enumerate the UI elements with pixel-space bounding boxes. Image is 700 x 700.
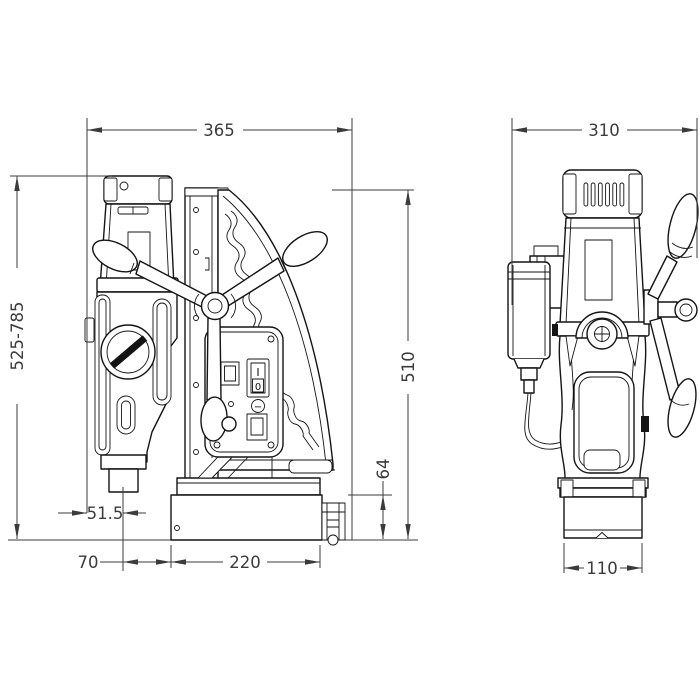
dim-label-base-length: 220 [229, 553, 261, 572]
motor-housing-side [552, 169, 650, 337]
power-off-label: 0 [255, 382, 261, 393]
front-cover [573, 371, 635, 474]
dim-label-base-height: 64 [374, 459, 393, 480]
roller-bracket [321, 502, 346, 541]
indicator-symbol: − [254, 402, 262, 413]
dim-label-spindle-offset: 51.5 [87, 504, 124, 523]
power-switch[interactable]: I 0 [246, 358, 270, 398]
roller-wheel [327, 534, 339, 546]
handle-knob[interactable] [88, 234, 143, 279]
arbor-front [100, 454, 147, 493]
cable-gland [288, 459, 333, 474]
dim-label-front-width: 365 [203, 121, 235, 140]
front-view: I 0 − [8, 175, 418, 571]
dimension-annotations: 365 310 525-785 510 64 [8, 118, 698, 578]
drill-head-front [84, 291, 178, 463]
dim-label-axis-to-base: 70 [78, 553, 99, 572]
handle-knob[interactable] [663, 376, 700, 440]
slide-body-side [557, 311, 649, 498]
dim-label-body-height: 510 [399, 351, 418, 383]
dim-axis-to-base: 70 [78, 545, 172, 572]
dim-label-overall-height-range: 525-785 [8, 302, 27, 371]
dim-body-height: 510 [332, 189, 418, 539]
dim-base-width: 110 [563, 543, 643, 578]
vent-slots [583, 182, 625, 207]
dim-base-height: 64 [348, 459, 393, 539]
dim-front-width: 365 [86, 118, 353, 540]
dim-label-side-depth: 310 [588, 121, 620, 140]
handle-knob[interactable] [674, 298, 698, 322]
magnet-switch[interactable] [220, 361, 240, 386]
dim-spindle-offset: 51.5 [58, 504, 146, 523]
feed-handles-front[interactable] [88, 225, 333, 442]
magnet-base-side [563, 496, 643, 539]
dim-label-base-width: 110 [586, 559, 618, 578]
motor-screw-icon [119, 181, 129, 191]
handle-knob[interactable] [277, 225, 333, 274]
dim-side-depth: 310 [511, 118, 698, 305]
dim-overall-height-range: 525-785 [8, 175, 112, 539]
feed-handles-side[interactable] [643, 191, 700, 440]
drill-switch[interactable] [246, 413, 268, 441]
power-on-label: I [256, 366, 259, 379]
dim-base-length: 220 [171, 545, 321, 572]
handle-knob[interactable] [662, 191, 700, 261]
magnet-base-front [170, 494, 346, 546]
indicator-lamp: − [251, 399, 265, 413]
side-view [507, 169, 700, 539]
